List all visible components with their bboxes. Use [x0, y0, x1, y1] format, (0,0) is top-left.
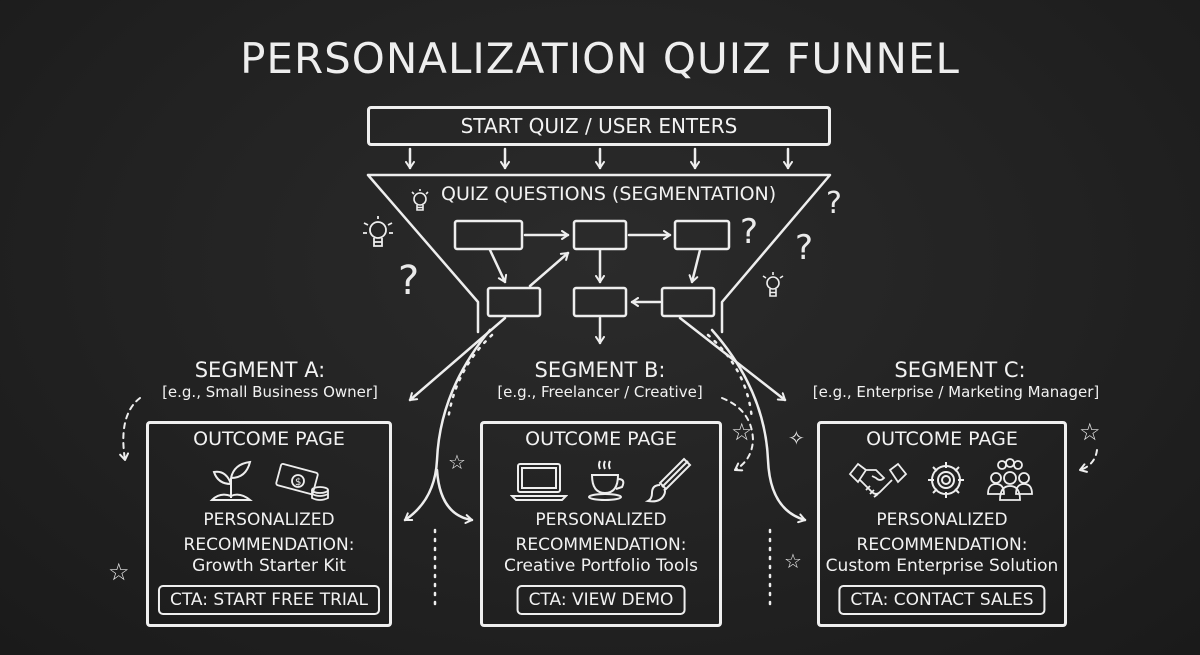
svg-text:$: $ [295, 477, 301, 488]
funnel-label: QUIZ QUESTIONS (SEGMENTATION) [441, 183, 777, 205]
money-coins-icon: $ [275, 463, 329, 501]
segment-b-example: [e.g., Freelancer / Creative] [497, 383, 703, 401]
recommendation-label-2: RECOMMENDATION: [183, 535, 355, 555]
team-icon [987, 458, 1033, 501]
recommendation-label-2: RECOMMENDATION: [515, 535, 687, 555]
coffee-cup-icon [588, 460, 625, 501]
handshake-icon [848, 462, 908, 498]
segment-b-title: SEGMENT B: [534, 358, 666, 382]
laptop-icon [510, 463, 568, 501]
segment-a-outcome-card: OUTCOME PAGE $ PERSONALIZED RECOMMENDATI… [146, 421, 392, 627]
lightbulb-icon [762, 272, 784, 297]
segment-c-title: SEGMENT C: [894, 358, 1026, 382]
star-icon: ☆ [731, 418, 753, 446]
segment-c-example: [e.g., Enterprise / Marketing Manager] [812, 383, 1100, 401]
cta-contact-sales-button[interactable]: CTA: CONTACT SALES [838, 585, 1046, 615]
outcome-page-heading: OUTCOME PAGE [193, 428, 345, 450]
recommendation-name: Growth Starter Kit [192, 556, 346, 576]
recommendation-label-1: PERSONALIZED [876, 510, 1008, 530]
question-mark-icon: ? [826, 186, 842, 221]
lightbulb-icon [363, 216, 393, 247]
recommendation-label-1: PERSONALIZED [535, 510, 667, 530]
plant-sprout-icon [209, 460, 253, 501]
sparkle-icon: ✧ [788, 426, 805, 450]
start-quiz-box: START QUIZ / USER ENTERS [367, 106, 831, 146]
star-icon: ☆ [448, 450, 466, 474]
question-mark-icon: ? [398, 258, 420, 304]
recommendation-name: Creative Portfolio Tools [504, 556, 698, 576]
start-arrows [405, 147, 793, 170]
gear-icon [928, 462, 964, 498]
lightbulb-icon [411, 189, 429, 211]
star-icon: ☆ [1079, 418, 1101, 446]
star-icon: ☆ [784, 549, 802, 573]
paintbrush-icon [644, 457, 692, 503]
recommendation-label-1: PERSONALIZED [203, 510, 335, 530]
recommendation-label-2: RECOMMENDATION: [856, 535, 1028, 555]
segment-a-example: [e.g., Small Business Owner] [162, 383, 378, 401]
question-mark-icon: ? [740, 212, 759, 252]
recommendation-name: Custom Enterprise Solution [825, 556, 1059, 576]
segment-a-title: SEGMENT A: [194, 358, 326, 382]
star-icon: ☆ [108, 558, 130, 586]
funnel-outline [366, 173, 832, 334]
outcome-page-heading: OUTCOME PAGE [866, 428, 1018, 450]
segment-c-outcome-card: OUTCOME PAGE PERSONALIZED RECOMMENDATION… [817, 421, 1067, 627]
outcome-page-heading: OUTCOME PAGE [525, 428, 677, 450]
cta-start-free-trial-button[interactable]: CTA: START FREE TRIAL [157, 585, 381, 615]
start-quiz-label: START QUIZ / USER ENTERS [460, 114, 738, 138]
question-mark-icon: ? [795, 228, 814, 268]
cta-view-demo-button[interactable]: CTA: VIEW DEMO [516, 585, 686, 615]
segment-b-outcome-card: OUTCOME PAGE PERSONALIZED RECOMMENDATION… [480, 421, 722, 627]
page-title: PERSONALIZATION QUIZ FUNNEL [240, 34, 960, 83]
